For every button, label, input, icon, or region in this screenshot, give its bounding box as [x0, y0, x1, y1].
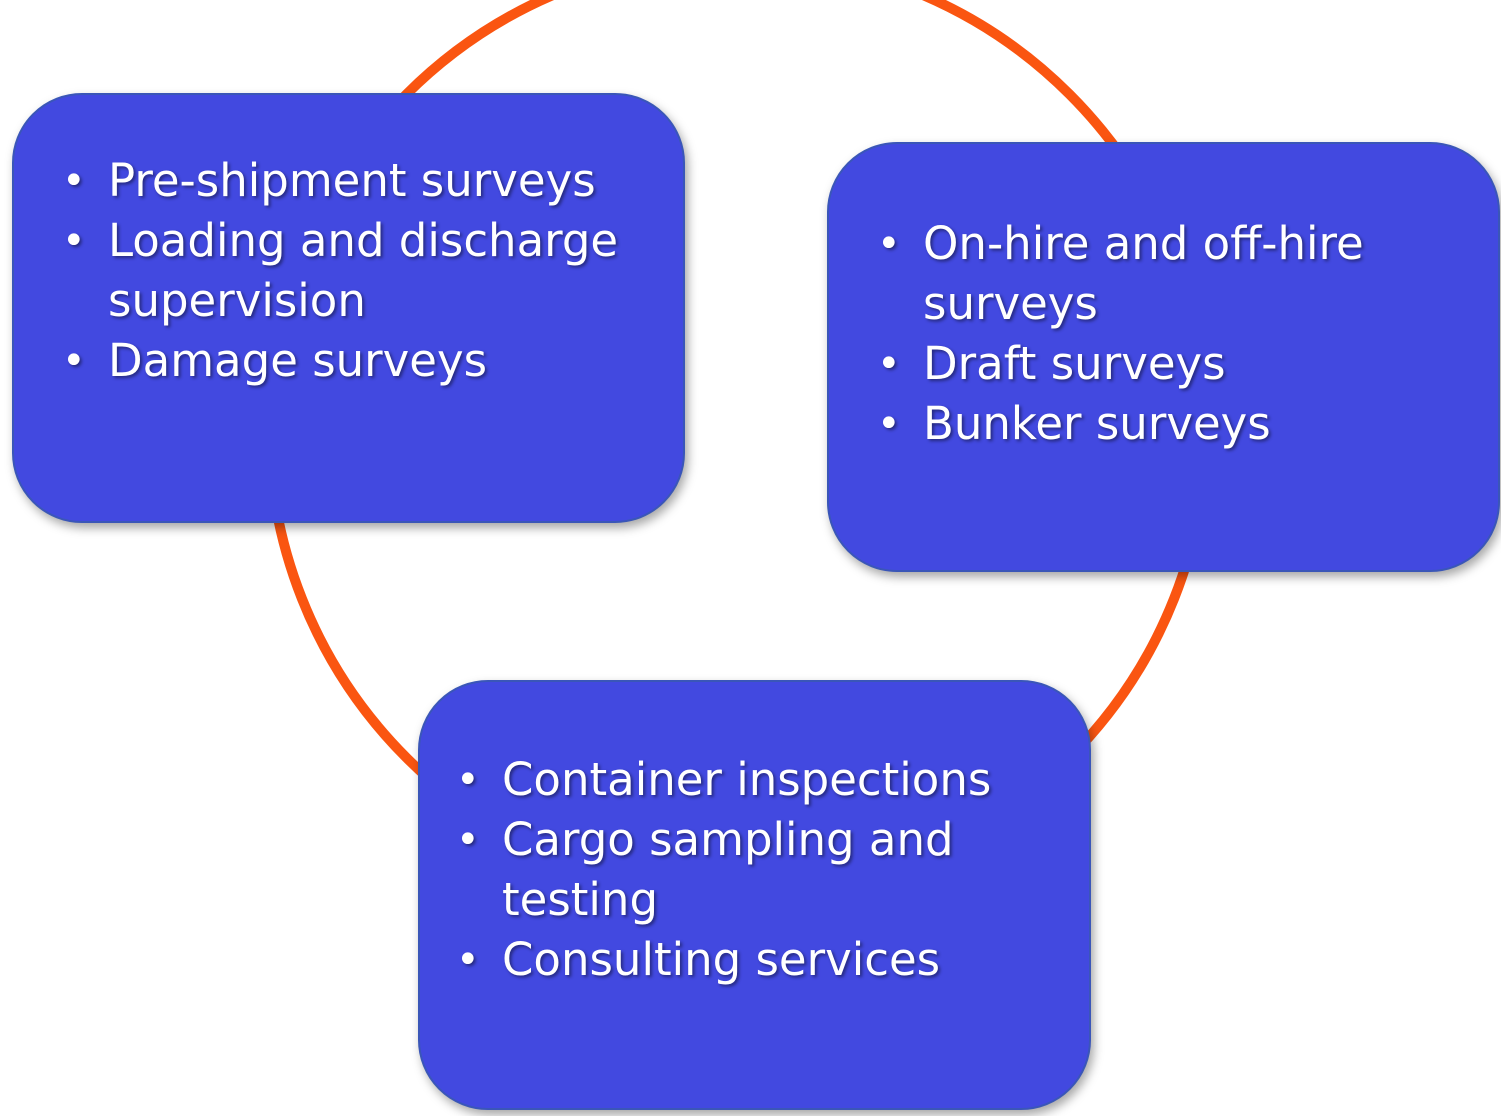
bullet-icon: • [62, 338, 86, 384]
list-item: •Cargo sampling and testing [420, 810, 1060, 930]
list-item: •On-hire and off-hire surveys [841, 214, 1481, 334]
list-item: •Pre-shipment surveys [26, 151, 666, 211]
service-box-2: •On-hire and off-hire surveys •Draft sur… [827, 142, 1500, 572]
list-item: •Loading and discharge supervision [26, 211, 666, 331]
service-box-1: •Pre-shipment surveys •Loading and disch… [12, 93, 685, 523]
bullet-icon: • [877, 221, 901, 267]
bullet-icon: • [877, 341, 901, 387]
bullet-icon: • [62, 218, 86, 264]
list-item: •Damage surveys [26, 331, 666, 391]
list-item: •Bunker surveys [841, 394, 1481, 454]
service-list-3: •Container inspections •Cargo sampling a… [420, 750, 1060, 990]
service-list-1: •Pre-shipment surveys •Loading and disch… [26, 25, 666, 391]
bullet-icon: • [456, 757, 480, 803]
bullet-icon: • [456, 817, 480, 863]
bullet-icon: • [877, 401, 901, 447]
list-item: •Container inspections [420, 750, 1060, 810]
list-item: •Consulting services [420, 930, 1060, 990]
service-box-3: •Container inspections •Cargo sampling a… [418, 680, 1091, 1110]
list-item: •Draft surveys [841, 334, 1481, 394]
bullet-icon: • [456, 937, 480, 983]
bullet-icon: • [62, 158, 86, 204]
service-list-2: •On-hire and off-hire surveys •Draft sur… [841, 214, 1481, 454]
